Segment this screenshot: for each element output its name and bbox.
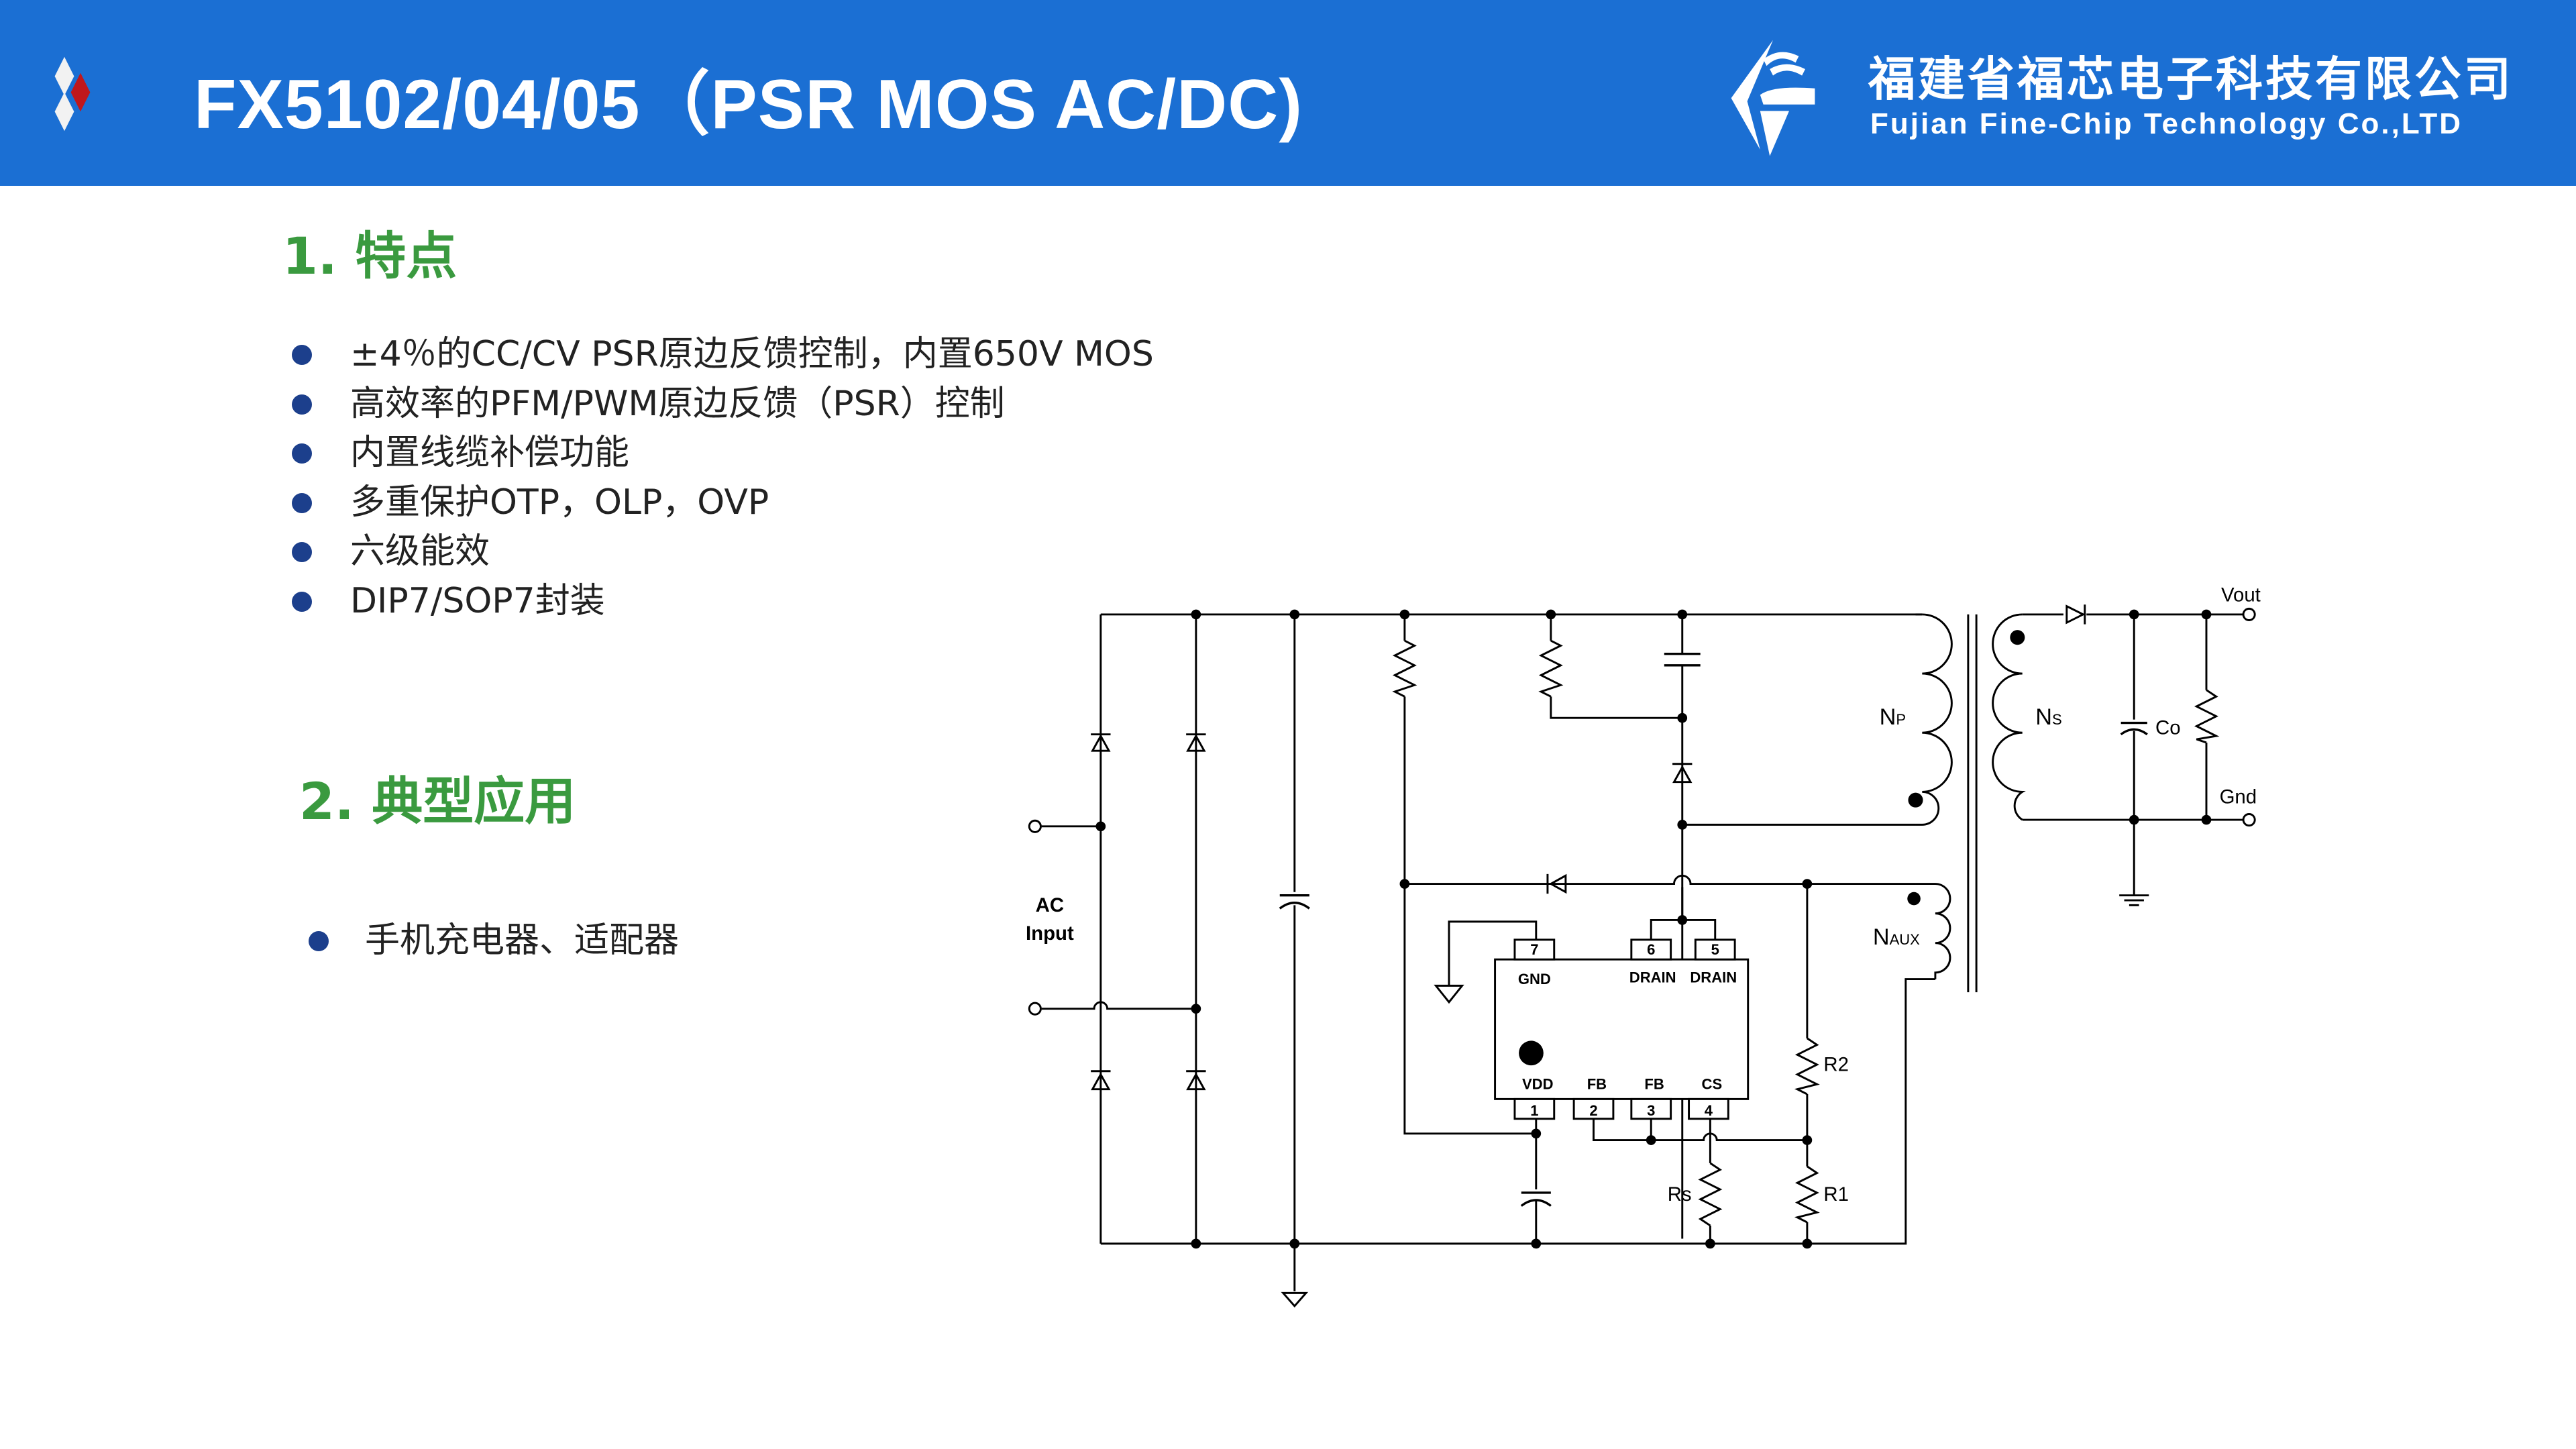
secondary-winding — [1992, 613, 2026, 821]
pin-number: 5 — [1711, 941, 1719, 958]
pin-name: DRAIN — [1629, 969, 1676, 985]
pin1-marker — [1519, 1040, 1544, 1066]
gnd-terminal-icon — [2242, 813, 2256, 827]
rs-label: Rs — [1668, 1183, 1692, 1205]
fx5102-chip — [1494, 938, 1750, 1120]
r1-resistor — [1794, 1165, 1820, 1224]
ground-symbols — [1281, 894, 2149, 1308]
vout-label: Vout — [2221, 584, 2261, 606]
pin-name: FB — [1587, 1076, 1607, 1093]
ground-icon — [1434, 984, 1464, 1004]
page-title: FX5102/04/05（PSR MOS AC/DC) — [194, 66, 1303, 144]
pin-name: GND — [1518, 971, 1551, 987]
ac-terminal-icon — [1028, 819, 1042, 833]
pin-name: DRAIN — [1690, 969, 1737, 985]
bridge-diode-icon — [1186, 1070, 1206, 1091]
bullet-icon — [292, 345, 312, 365]
bullet-icon — [292, 492, 312, 513]
primary-winding — [1915, 613, 1953, 826]
feature-text: ±4％的CC/CV PSR原边反馈控制，内置650V MOS — [350, 334, 1154, 374]
transformer — [1915, 613, 2026, 993]
junction-dots — [1095, 609, 2212, 1249]
pin-name: CS — [1702, 1076, 1723, 1093]
bullet-icon — [292, 542, 312, 562]
fine-chip-logo-icon — [1731, 40, 1815, 156]
bullet-icon — [309, 931, 329, 951]
r2-label: R2 — [1823, 1054, 1849, 1076]
output-diode-icon — [2065, 604, 2086, 625]
ground-icon — [1281, 1291, 1309, 1308]
bridge-diode-icon — [1091, 733, 1111, 752]
earth-ground-icon — [2119, 894, 2149, 906]
gnd-label: Gnd — [2220, 786, 2257, 808]
snubber-resistor — [1538, 639, 1564, 698]
bridge-diode-icon — [1186, 733, 1206, 752]
pin-number: 6 — [1647, 941, 1655, 958]
circuit-wires — [1041, 613, 2249, 1291]
load-resistor — [2194, 689, 2220, 744]
header-bar: FX5102/04/05（PSR MOS AC/DC) 福建省福芯电子科技有限公… — [0, 0, 2576, 186]
vout-terminal-icon — [2242, 607, 2256, 621]
pin-name: FB — [1644, 1076, 1664, 1093]
diodes — [1091, 604, 2086, 1091]
ns-label: NS — [2035, 704, 2061, 730]
transformer-core — [1967, 614, 1978, 993]
r2-resistor — [1794, 1037, 1820, 1095]
pin-number: 2 — [1589, 1102, 1597, 1119]
capacitors — [1279, 652, 2148, 1207]
bullet-icon — [292, 394, 312, 415]
rs-resistor — [1698, 1162, 1723, 1227]
vdd-diode-icon — [1546, 873, 1567, 894]
pin-number: 1 — [1530, 1102, 1538, 1119]
pin-number: 3 — [1647, 1102, 1655, 1119]
terminals — [1028, 607, 2256, 1016]
bullet-icon — [292, 591, 312, 612]
feature-text: 内置线缆补偿功能 — [350, 433, 630, 473]
applications-title: 2. 典型应用 — [299, 771, 576, 831]
company-name-en: Fujian Fine-Chip Technology Co.,LTD — [1870, 107, 2463, 140]
snubber-capacitor-icon — [1664, 652, 1701, 667]
feature-text: 高效率的PFM/PWM原边反馈（PSR）控制 — [350, 383, 1005, 424]
np-label: NP — [1880, 704, 1906, 730]
pin-number: 7 — [1530, 941, 1538, 958]
co-label: Co — [2155, 717, 2181, 739]
resistors — [1392, 639, 2220, 1227]
bullet-icon — [292, 443, 312, 464]
features-title: 1. 特点 — [282, 226, 458, 286]
feature-text: 多重保护OTP，OLP，OVP — [350, 482, 769, 523]
vdd-capacitor-icon — [1520, 1191, 1552, 1207]
application-text: 手机充电器、适配器 — [365, 920, 680, 961]
pin-number: 4 — [1705, 1102, 1713, 1119]
diamond-logo-icon — [54, 56, 91, 131]
ac-terminal-icon — [1028, 1002, 1042, 1016]
naux-label: NAUX — [1873, 924, 1920, 950]
bulk-capacitor-icon — [1279, 894, 1310, 910]
feature-text: DIP7/SOP7封装 — [350, 580, 605, 621]
r1-label: R1 — [1823, 1183, 1849, 1205]
aux-winding — [1915, 883, 1951, 979]
bridge-diode-icon — [1091, 1070, 1111, 1091]
pin-name: VDD — [1522, 1076, 1554, 1093]
startup-resistor — [1392, 639, 1417, 698]
feature-text: 六级能效 — [350, 531, 490, 572]
company-name-cn: 福建省福芯电子科技有限公司 — [1868, 52, 2514, 107]
ac-label: AC — [1036, 894, 1064, 916]
output-capacitor-icon — [2120, 721, 2148, 736]
input-label: Input — [1026, 922, 1074, 945]
snubber-diode-icon — [1672, 763, 1693, 784]
